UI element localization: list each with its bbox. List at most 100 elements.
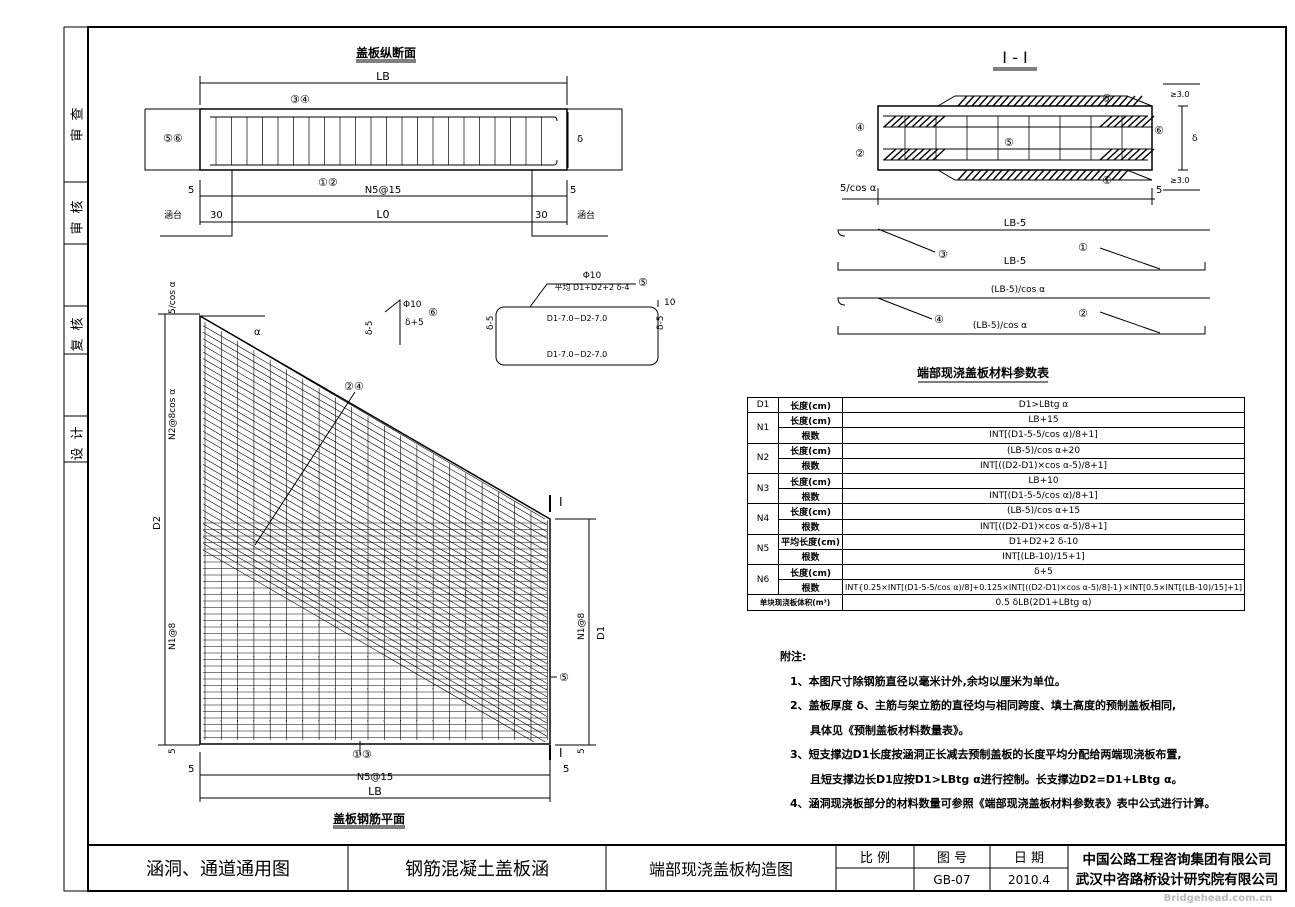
watermark: Bridgehead.com.cn <box>1163 892 1273 904</box>
callout-bar2: ② <box>1078 307 1088 320</box>
rebar-line <box>202 450 548 651</box>
notes: 附注: 1、本图尺寸除钢筋直径以毫米计外,余均以厘米为单位。 2、盖板厚度 δ、… <box>760 645 1240 817</box>
dim-5cos: 5/cos α <box>840 183 877 194</box>
rebar-line <box>1097 95 1108 107</box>
n6-phi: Φ10 <box>403 300 422 310</box>
callout-c3: ③ <box>1102 92 1112 105</box>
rebar-line <box>1111 95 1122 107</box>
plan-n1-8-right: N1@8 <box>577 613 587 640</box>
callout-12: ①② <box>318 176 338 189</box>
callout-56: ⑤⑥ <box>163 132 183 145</box>
rebar-line <box>202 457 548 658</box>
rebar-line <box>1090 169 1101 181</box>
rebar-line <box>1069 169 1080 181</box>
rebar-line <box>999 95 1010 107</box>
rebar-line <box>1076 95 1087 107</box>
rebar-line <box>1055 95 1066 107</box>
n6-delta-side: δ-5 <box>365 321 375 335</box>
rebar-line <box>202 470 548 671</box>
angle-alpha: α <box>254 327 261 338</box>
plan-5-bl: 5 <box>188 764 194 775</box>
rebar-line <box>1062 169 1073 181</box>
rebar-line <box>202 411 548 612</box>
rebar-line <box>1083 169 1094 181</box>
rebar-line <box>978 95 989 107</box>
dim-lb5cos-b: (LB-5)/cos α <box>973 321 1027 331</box>
abut-right: 涵台 <box>577 209 595 221</box>
callout-c4: ④ <box>855 121 865 134</box>
note-3: 3、短支撑边D1长度按涵洞正长减去预制盖板的长度平均分配给两端现浇板布置, <box>790 748 1182 761</box>
plan-d2: D2 <box>152 516 163 530</box>
rebar-line <box>1090 95 1101 107</box>
rebar-line <box>202 510 548 711</box>
rebar-line <box>202 378 548 579</box>
rebar-line <box>202 358 548 559</box>
dim-lb-5b: LB-5 <box>1004 256 1026 267</box>
rebar-line <box>1027 169 1038 181</box>
plan-n5-15: N5@15 <box>357 772 394 783</box>
n5-ten: 10 <box>664 298 676 308</box>
rebar-line <box>1127 115 1141 128</box>
plan-section-mark-bot: I <box>559 746 563 760</box>
callout-c1: ① <box>1102 174 1112 187</box>
rebar-line <box>202 345 548 546</box>
side-label-check: 审查 <box>70 98 86 142</box>
rebar-line <box>202 483 548 684</box>
rebar-line <box>202 477 548 678</box>
longitudinal-title: 盖板纵断面 <box>356 45 416 60</box>
rebar-line <box>992 95 1003 107</box>
rebar-line <box>1134 148 1148 161</box>
rebar-line <box>202 424 548 625</box>
note-2: 2、盖板厚度 δ、主筋与架立筋的直径均与相同跨度、填土高度的预制盖板相同, <box>790 699 1177 712</box>
rebar-line <box>911 115 925 128</box>
dim-30-right: 30 <box>535 210 548 221</box>
rebar-line <box>1141 115 1155 128</box>
callout-24: ②④ <box>344 380 364 393</box>
rebar-line <box>1113 148 1127 161</box>
rebar-line <box>202 417 548 618</box>
cross-title: I - I <box>1002 48 1027 67</box>
n5-phi: Φ10 <box>583 271 602 281</box>
dim-delta-cross: δ <box>1192 134 1198 144</box>
rebar-line <box>918 115 932 128</box>
rebar-line <box>911 148 925 161</box>
rebar-line <box>1013 95 1024 107</box>
rebar-line <box>202 430 548 631</box>
rebar-line <box>202 463 548 664</box>
rebar-line <box>1118 169 1129 181</box>
rebar-line <box>1027 95 1038 107</box>
note-4: 4、涵洞现浇板部分的材料数量可参照《端部现浇盖板材料参数表》表中公式进行计算。 <box>790 797 1216 810</box>
rebar-line <box>1097 169 1108 181</box>
note-1: 1、本图尺寸除钢筋直径以毫米计外,余均以厘米为单位。 <box>790 674 1066 688</box>
rebar-line <box>1132 95 1143 107</box>
rebar-line <box>1083 95 1094 107</box>
rebar-line <box>1120 148 1134 161</box>
rebar-line <box>1034 169 1045 181</box>
callout-34: ③④ <box>290 93 310 106</box>
rebar-line <box>964 169 975 181</box>
rebar-line <box>1041 95 1052 107</box>
dim-30-left: 30 <box>210 210 223 221</box>
rebar-line <box>932 115 946 128</box>
rebar-line <box>1006 169 1017 181</box>
rebar-line <box>1113 115 1127 128</box>
dim-5-cross: 5 <box>1156 185 1162 196</box>
callout-c5: ⑤ <box>1004 136 1014 149</box>
rebar-line <box>1069 95 1080 107</box>
plan-lb: LB <box>368 785 382 798</box>
rebar-line <box>1034 95 1045 107</box>
rebar-line <box>932 148 946 161</box>
rebar-line <box>964 95 975 107</box>
tb-org1: 中国公路工程咨询集团有限公司 <box>1082 851 1272 868</box>
rebar-line <box>883 148 897 161</box>
dim-5-left: 5 <box>188 185 194 196</box>
